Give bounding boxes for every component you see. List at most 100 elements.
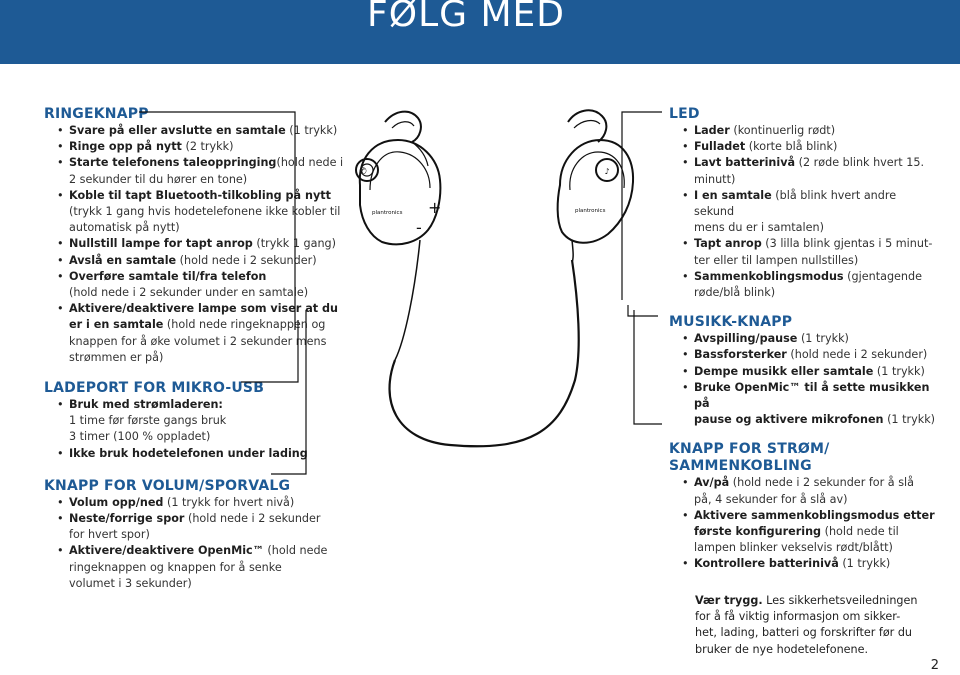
list-item: Koble til tapt Bluetooth-tilkobling på n… [44,188,344,204]
list-item-bold-text: Lader [694,124,730,137]
list-item: Dempe musikk eller samtale (1 trykk) [669,364,939,380]
callout-strom [633,310,662,425]
list-item-text: ringeknappen og knappen for å senke [69,560,282,574]
list-item: Fulladet (korte blå blink) [669,139,939,155]
list-item: Tapt anrop (3 lilla blink gjentas i 5 mi… [669,236,939,252]
page-title: FØLG MED [367,0,565,35]
safety-text: Les sikkerhetsveiledningen [762,594,918,607]
list-item-bold-text: Kontrollere batterinivå [694,557,839,571]
list-item-continuation: 3 timer (100 % oppladet) [44,429,344,445]
list-ladeport: Bruk med strømladeren:1 time før første … [44,397,344,462]
list-item-text: (2 røde blink hvert 15. [795,156,925,170]
callout-volum [271,310,307,475]
safety-line: for å få viktig informasjon om sikker- [695,609,918,625]
list-item-text: (hold nede i 2 sekunder) [176,253,317,267]
list-item-bold-text: Overføre samtale til/fra telefon [69,269,267,283]
list-item: I en samtale (blå blink hvert andre seku… [669,188,939,220]
list-item-bold-text: Avslå en samtale [69,253,177,267]
list-item-text: (hold nede ringeknappen og [163,318,326,332]
list-item-continuation: på, 4 sekunder for å slå av) [669,492,939,508]
list-item-text: (3 lilla blink gjentas i 5 minut- [761,237,933,251]
safety-text: het, lading, batteri og forskrifter før … [695,626,913,640]
list-item-text: automatisk på nytt) [69,221,180,235]
right-earbud [556,109,635,263]
callout-ring [139,111,296,330]
list-item-bold-text: første konfigurering [694,525,822,539]
list-item-text: strømmen er på) [69,350,164,364]
list-item-continuation: (trykk 1 gang hvis hodetelefonene ikke k… [44,204,344,220]
list-item: Avslå en samtale (hold nede i 2 sekunder… [44,253,344,269]
list-item-bold-text: Tapt anrop [694,237,762,251]
section-led: LED Lader (kontinuerlig rødt)Fulladet (k… [669,106,939,301]
list-ringeknapp: Svare på eller avslutte en samtale (1 tr… [44,123,344,366]
list-item: Volum opp/ned (1 trykk for hvert nivå) [44,495,344,511]
volume-plus-label: + [428,198,441,217]
section-musikk: MUSIKK-KNAPP Avspilling/pause (1 trykk)B… [669,314,939,428]
list-item-continuation: pause og aktivere mikrofonen (1 trykk) [669,412,939,428]
list-item-text: (2 trykk) [181,140,234,154]
list-item: Aktivere/deaktivere OpenMic™ (hold nede [44,543,344,559]
page-number: 2 [930,658,939,673]
section-ringeknapp: RINGEKNAPP Svare på eller avslutte en sa… [44,106,344,366]
list-item-text: (1 trykk) [883,413,936,427]
safety-text: for å få viktig informasjon om sikker- [695,610,901,624]
list-item-text: (1 trykk) [838,557,891,571]
section-title-strom-1: KNAPP FOR STRØM/ [669,441,830,458]
left-column: RINGEKNAPP Svare på eller avslutte en sa… [44,106,344,605]
list-item-bold-text: Koble til tapt Bluetooth-tilkobling på n… [69,188,331,202]
list-item-bold-text: Bruke OpenMic™ til å sette musikken på [694,380,930,411]
section-title-strom-2: SAMMENKOBLING [669,458,812,475]
list-item-bold-text: pause og aktivere mikrofonen [694,413,884,427]
list-item: Ringe opp på nytt (2 trykk) [44,139,344,155]
brand-label-right: plantronics [575,208,606,214]
list-item-bold-text: Neste/forrige spor [69,512,185,526]
list-item-continuation: 2 sekunder til du hører en tone) [44,172,344,188]
list-item: Ikke bruk hodetelefonen under lading [44,446,344,462]
list-item: Sammenkoblingsmodus (gjentagende [669,269,939,285]
list-item-bold-text: Av/på [694,476,730,490]
list-item-bold-text: Nullstill lampe for tapt anrop [69,237,253,251]
list-item-bold-text: Aktivere/deaktivere lampe som viser at d… [69,302,338,316]
list-item-continuation: 1 time før første gangs bruk [44,413,344,429]
list-item-text: volumet i 3 sekunder) [69,576,192,590]
callout-musikk [627,305,658,317]
list-item-bold-text: Svare på eller avslutte en samtale [69,124,286,137]
list-item-text: (korte blå blink) [745,140,838,154]
section-volum: KNAPP FOR VOLUM/SPORVALG Volum opp/ned (… [44,478,344,592]
section-title-ringeknapp: RINGEKNAPP [44,106,149,122]
list-item: Lader (kontinuerlig rødt) [669,123,939,139]
list-item: Bruke OpenMic™ til å sette musikken på [669,380,939,412]
list-item-text: (hold nede i 2 sekunder [184,512,321,526]
list-item-bold-text: Sammenkoblingsmodus [694,269,844,283]
list-item: Aktivere sammenkoblingsmodus etter [669,508,939,524]
list-item-continuation: ter eller til lampen nullstilles) [669,253,939,269]
list-item-bold-text: Lavt batterinivå [694,156,796,170]
list-item-text: knappen for å øke volumet i 2 sekunder m… [69,334,327,348]
list-item-bold-text: Avspilling/pause [694,332,798,346]
list-item-continuation: er i en samtale (hold nede ringeknappen … [44,317,344,333]
list-item-bold-text: Volum opp/ned [69,495,164,509]
list-item-continuation: (hold nede i 2 sekunder under en samtale… [44,285,344,301]
list-item-text: (1 trykk) [285,124,338,137]
callout-ladeport [241,320,299,383]
safety-line: het, lading, batteri og forskrifter før … [695,625,918,641]
list-item-text: (hold nede i 2 sekunder) [786,348,928,362]
list-item-continuation: knappen for å øke volumet i 2 sekunder m… [44,334,344,350]
list-item-bold-text: Dempe musikk eller samtale [694,364,874,378]
list-item-text: mens du er i samtalen) [694,221,824,235]
list-item-continuation: for hvert spor) [44,527,344,543]
list-item-text: 3 timer (100 % oppladet) [69,430,211,444]
list-item-bold-text: I en samtale [694,188,772,202]
list-item-bold-text: Fulladet [694,140,746,154]
volume-minus-label: - [416,218,422,237]
list-item-continuation: automatisk på nytt) [44,220,344,236]
list-item-text: minutt) [694,172,736,186]
safety-bold-text: Vær trygg. [695,594,763,607]
list-item-text: ter eller til lampen nullstilles) [694,253,859,267]
list-item: Nullstill lampe for tapt anrop (trykk 1 … [44,236,344,252]
list-musikk: Avspilling/pause (1 trykk)Bassforsterker… [669,331,939,428]
list-item-continuation: minutt) [669,172,939,188]
list-item-continuation: mens du er i samtalen) [669,220,939,236]
list-item-bold-text: Bruk med strømladeren: [69,398,223,412]
list-item: Avspilling/pause (1 trykk) [669,331,939,347]
